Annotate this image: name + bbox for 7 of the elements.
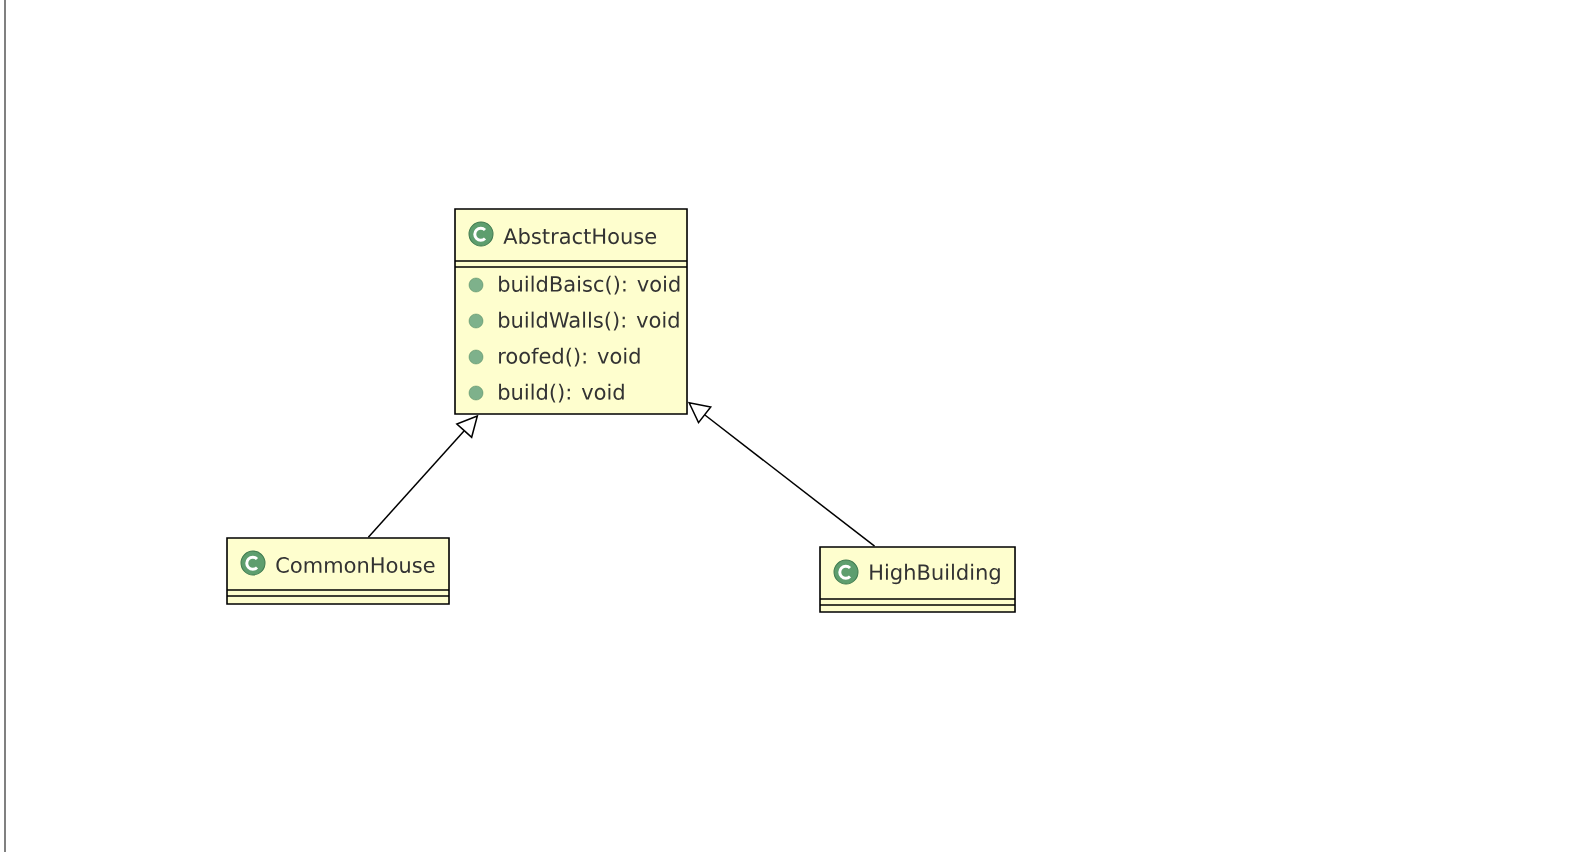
method-text: roofed(): void [499, 347, 640, 367]
method-text: buildWalls(): void [499, 311, 679, 331]
class-name: HighBuilding [870, 563, 1000, 585]
class-name: AbstractHouse [503, 227, 657, 245]
method-text: build(): void [499, 383, 624, 403]
class-name: CommonHouse [276, 557, 435, 573]
method-text: buildBaisc(): void [499, 275, 680, 295]
